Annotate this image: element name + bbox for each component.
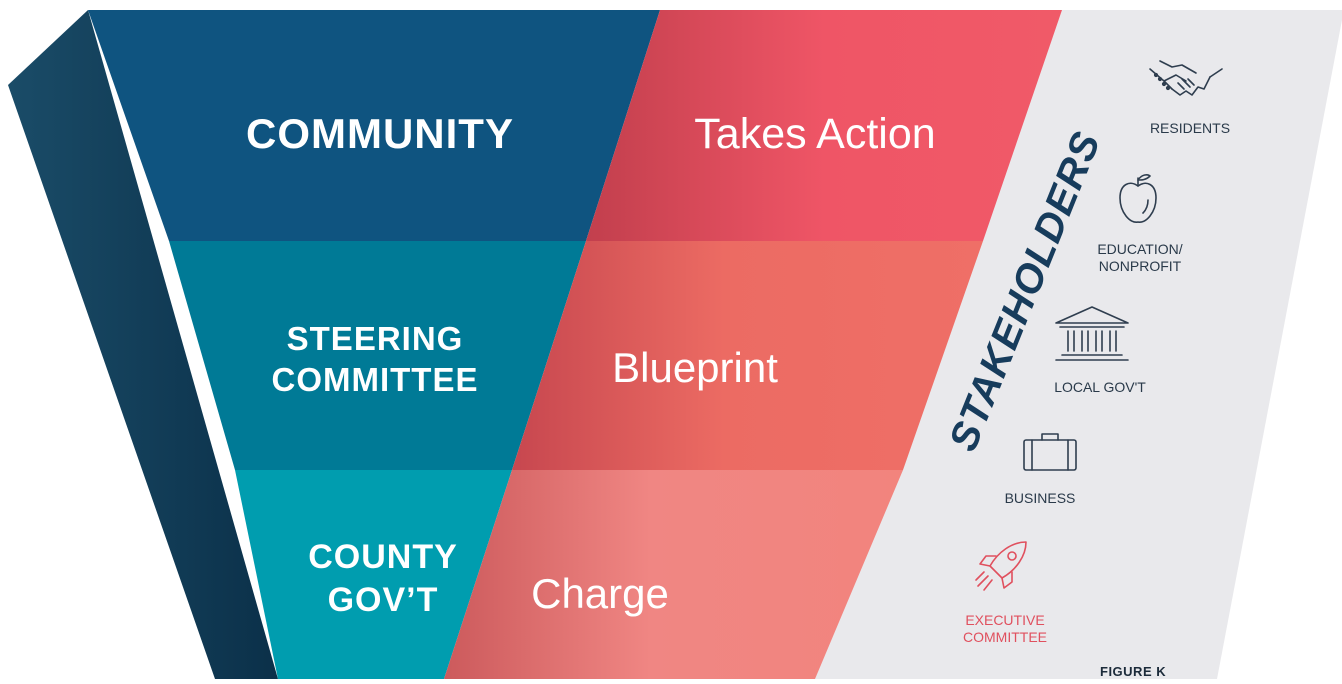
stakeholder-label-education-line2: NONPROFIT — [1098, 258, 1182, 274]
handshake-icon — [1149, 60, 1223, 96]
stakeholder-label-executive: EXECUTIVE COMMITTEE — [935, 612, 1075, 646]
funnel-side — [8, 10, 278, 679]
tier-community-name: COMMUNITY — [190, 110, 570, 158]
stakeholder-label-local-govt: LOCAL GOV'T — [1025, 379, 1175, 396]
stakeholder-band — [815, 10, 1342, 679]
figure-caption: FIGURE K — [1100, 664, 1167, 679]
rocket-icon — [975, 541, 1027, 591]
tier-community-role-band — [586, 10, 1062, 241]
stakeholder-label-executive-line2: COMMITTEE — [963, 629, 1047, 645]
stakeholder-label-residents: RESIDENTS — [1120, 120, 1260, 137]
stakeholder-label-local-govt-line1: LOCAL GOV'T — [1054, 379, 1146, 395]
government-building-icon — [1055, 306, 1129, 361]
tier-steering-band — [169, 241, 586, 470]
tier-community-name-line1: COMMUNITY — [246, 110, 514, 157]
tier-community-band — [88, 10, 660, 241]
stakeholder-label-education: EDUCATION/ NONPROFIT — [1070, 241, 1210, 275]
tier-county-band — [235, 470, 512, 679]
tier-steering-name-line2: COMMITTEE — [271, 361, 479, 398]
tier-county-role-band — [444, 470, 903, 679]
tier-county-name-line2: GOV’T — [327, 581, 439, 619]
tier-steering-name-line1: STEERING — [286, 320, 464, 357]
apple-icon — [1119, 174, 1157, 223]
tier-steering-name: STEERING COMMITTEE — [225, 318, 525, 400]
tier-county-role: Charge — [531, 570, 669, 617]
tier-steering-role: Blueprint — [612, 344, 778, 391]
tier-county-name-line1: COUNTY — [308, 538, 458, 576]
tier-community-role: Takes Action — [694, 110, 936, 158]
stakeholder-label-business: BUSINESS — [980, 490, 1100, 507]
tier-steering-role-band — [512, 241, 983, 470]
stakeholder-label-business-line1: BUSINESS — [1004, 490, 1076, 506]
stakeholder-label-education-line1: EDUCATION/ — [1097, 241, 1183, 257]
tier-county-name: COUNTY GOV’T — [268, 536, 498, 622]
stakeholder-label-residents-line1: RESIDENTS — [1149, 120, 1231, 136]
briefcase-icon — [1023, 433, 1077, 471]
stakeholder-label-executive-line1: EXECUTIVE — [965, 612, 1045, 628]
